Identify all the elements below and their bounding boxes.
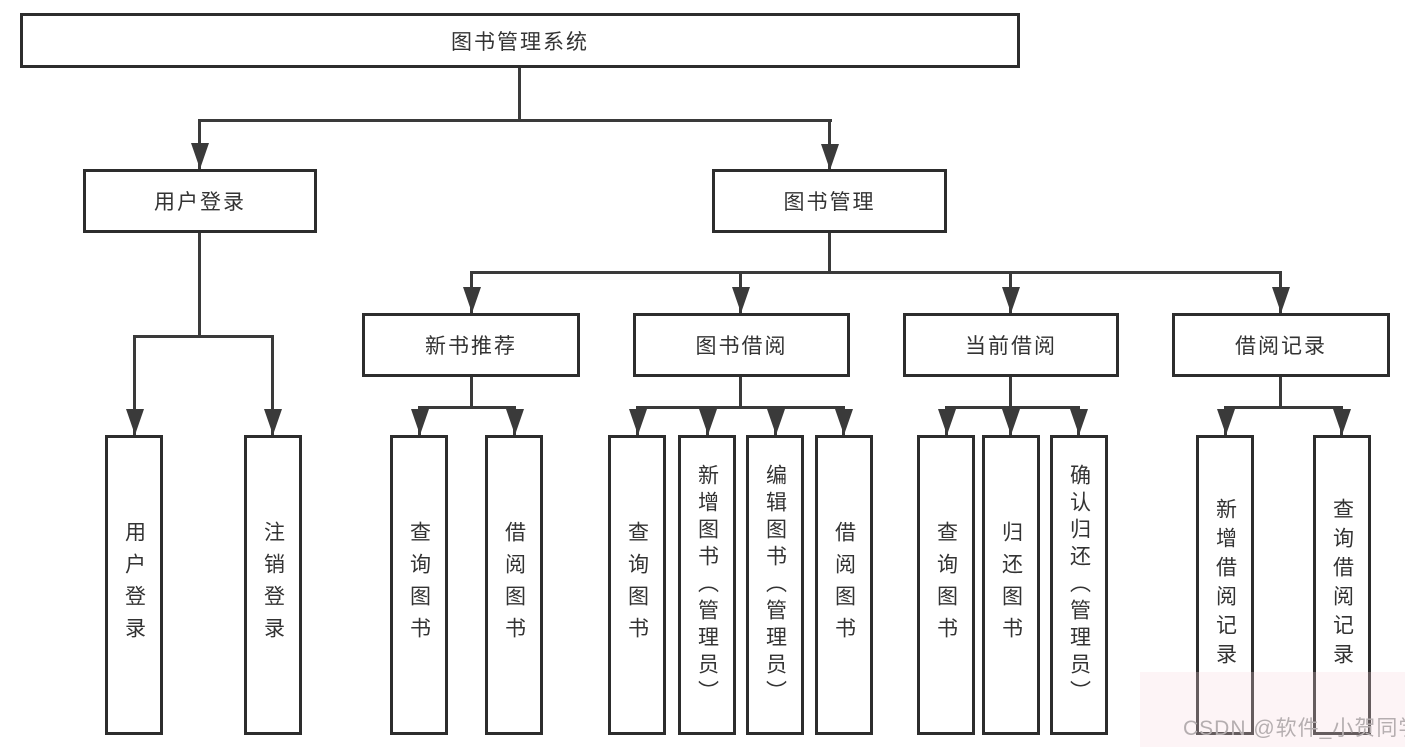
connector-line [470,377,473,406]
arrow-down-icon [835,409,853,435]
connector-line [133,335,136,435]
connector-line [945,406,1080,409]
leaf-label: 用户登录 [122,521,146,649]
arrow-down-icon [1217,409,1235,435]
leaf-label: 新增图书（管理员） [695,463,719,707]
arrow-down-icon [126,409,144,435]
leaf-logout: 注销登录 [244,435,302,735]
arrow-down-icon [1070,409,1088,435]
arrow-down-icon [1333,409,1351,435]
leaf-query-borrow-record: 查询借阅记录 [1313,435,1371,735]
node-library-management-system: 图书管理系统 [20,13,1020,68]
arrow-down-icon [191,143,209,169]
connector-line [739,377,742,406]
leaf-label: 查询图书 [407,521,431,649]
leaf-query-books-borrow: 查询图书 [608,435,666,735]
node-book-management-branch: 图书管理 [712,169,947,233]
connector-line [1224,406,1343,409]
arrow-down-icon [1002,409,1020,435]
leaf-add-books-admin: 新增图书（管理员） [678,435,736,735]
arrow-down-icon [629,409,647,435]
leaf-query-books-recommend: 查询图书 [390,435,448,735]
node-book-borrow: 图书借阅 [633,313,850,377]
arrow-down-icon [938,409,956,435]
arrow-down-icon [1272,287,1290,313]
leaf-label: 编辑图书（管理员） [763,463,787,707]
leaf-label: 新增借阅记录 [1213,498,1237,672]
connector-line [418,406,516,409]
node-label: 借阅记录 [1235,335,1327,358]
node-user-login-branch: 用户登录 [83,169,317,233]
leaf-user-login: 用户登录 [105,435,163,735]
node-new-book-recommend: 新书推荐 [362,313,580,377]
node-label: 新书推荐 [425,335,517,358]
leaf-borrow-books-recommend: 借阅图书 [485,435,543,735]
arrow-down-icon [264,409,282,435]
connector-line [133,335,274,338]
connector-line [470,271,1282,274]
leaf-label: 查询图书 [625,521,649,649]
node-current-borrow: 当前借阅 [903,313,1119,377]
leaf-add-borrow-record: 新增借阅记录 [1196,435,1254,735]
node-label: 图书借阅 [695,335,788,358]
leaf-return-books: 归还图书 [982,435,1040,735]
leaf-label: 借阅图书 [832,521,856,649]
connector-line [198,119,832,122]
node-borrow-records: 借阅记录 [1172,313,1390,377]
node-label: 图书管理系统 [451,30,589,54]
arrow-down-icon [1002,287,1020,313]
arrow-down-icon [411,409,429,435]
connector-line [636,406,845,409]
arrow-down-icon [767,409,785,435]
arrow-down-icon [506,409,524,435]
node-label: 图书管理 [783,191,876,214]
leaf-borrow-books: 借阅图书 [815,435,873,735]
node-label: 当前借阅 [965,335,1057,358]
csdn-watermark: CSDN @软件_小贺同学 [1183,717,1405,740]
leaf-label: 确认归还（管理员） [1067,463,1091,707]
leaf-label: 查询借阅记录 [1330,498,1354,672]
connector-line [1279,377,1282,406]
arrow-down-icon [699,409,717,435]
leaf-label: 归还图书 [999,521,1023,649]
arrow-down-icon [463,287,481,313]
leaf-label: 查询图书 [934,521,958,649]
arrow-down-icon [821,144,839,170]
connector-line [518,68,521,122]
leaf-confirm-return-admin: 确认归还（管理员） [1050,435,1108,735]
connector-line [271,335,274,435]
connector-line [828,233,831,273]
connector-line [198,233,201,335]
leaf-edit-books-admin: 编辑图书（管理员） [746,435,804,735]
leaf-label: 借阅图书 [502,521,526,649]
leaf-label: 注销登录 [261,521,285,649]
node-label: 用户登录 [154,191,246,214]
leaf-query-books-current: 查询图书 [917,435,975,735]
connector-line [1009,377,1012,406]
arrow-down-icon [732,287,750,313]
